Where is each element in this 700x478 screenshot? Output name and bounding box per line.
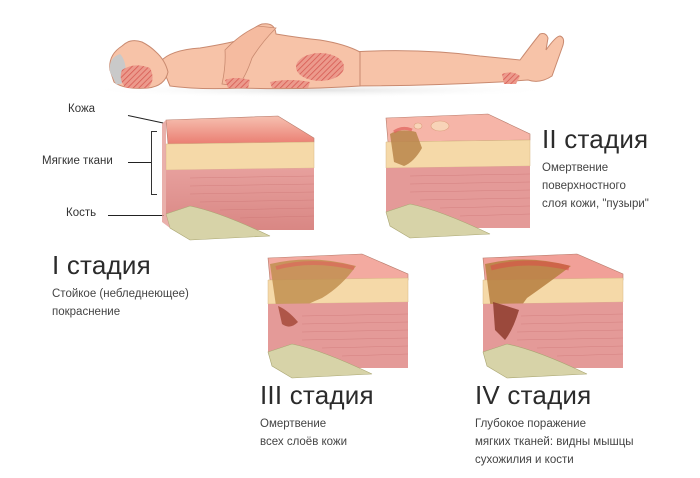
supine-body-illustration [80, 23, 565, 98]
stage-2-desc-line-2: поверхностного [542, 180, 626, 192]
stage-4-desc-line-2: мягких тканей: видны мышцы [475, 436, 634, 448]
stage-2-desc-line-3: слоя кожи, "пузыри" [542, 198, 649, 210]
stage-2-desc-line-1: Омертвение [542, 162, 609, 174]
stage-2-title: II стадия [542, 124, 649, 154]
pressure-zone-hip [296, 53, 344, 81]
label-bone: Кость [66, 207, 97, 219]
arms [221, 25, 277, 87]
stage-2-block: II стадия Омертвение поверхностного слоя… [542, 124, 649, 213]
tissue-block-stage-3 [267, 253, 409, 379]
stage-1-desc-line-2: покраснение [52, 306, 121, 318]
stage-4-title: IV стадия [475, 380, 592, 410]
leader-line-bone [108, 215, 164, 216]
stage-3-desc-line-1: Омертвение [260, 418, 327, 430]
tissue-block-stage-4 [482, 253, 624, 379]
soft-tissue-bracket [151, 131, 157, 195]
stage-1-title: I стадия [52, 250, 151, 280]
stage-1-desc-line-1: Стойкое (небледнеющее) [52, 288, 189, 300]
label-skin: Кожа [68, 103, 96, 115]
stage-4-desc-line-3: сухожилия и кости [475, 454, 574, 466]
stage-1-block: I стадия Стойкое (небледнеющее) покрасне… [52, 250, 189, 321]
stage-4-block: IV стадия Глубокое поражение мягких ткан… [475, 380, 634, 469]
pressure-zone-sacrum [270, 80, 310, 88]
stage-4-desc-line-1: Глубокое поражение [475, 418, 586, 430]
legs [349, 33, 565, 87]
tissue-block-stage-2 [385, 113, 531, 239]
tissue-block-stage-1 [162, 115, 315, 241]
leader-line-skin [127, 115, 164, 124]
label-soft-tissue: Мягкие ткани [42, 155, 113, 167]
stage-3-block: III стадия Омертвение всех слоёв кожи [260, 380, 374, 451]
pressure-zone-elbow [225, 78, 250, 88]
leader-line-soft-tissue [128, 162, 152, 163]
pressure-zone-head [120, 65, 153, 88]
stage-3-title: III стадия [260, 380, 374, 410]
pressure-zone-heel [502, 72, 520, 84]
stage-3-desc-line-2: всех слоёв кожи [260, 436, 348, 448]
